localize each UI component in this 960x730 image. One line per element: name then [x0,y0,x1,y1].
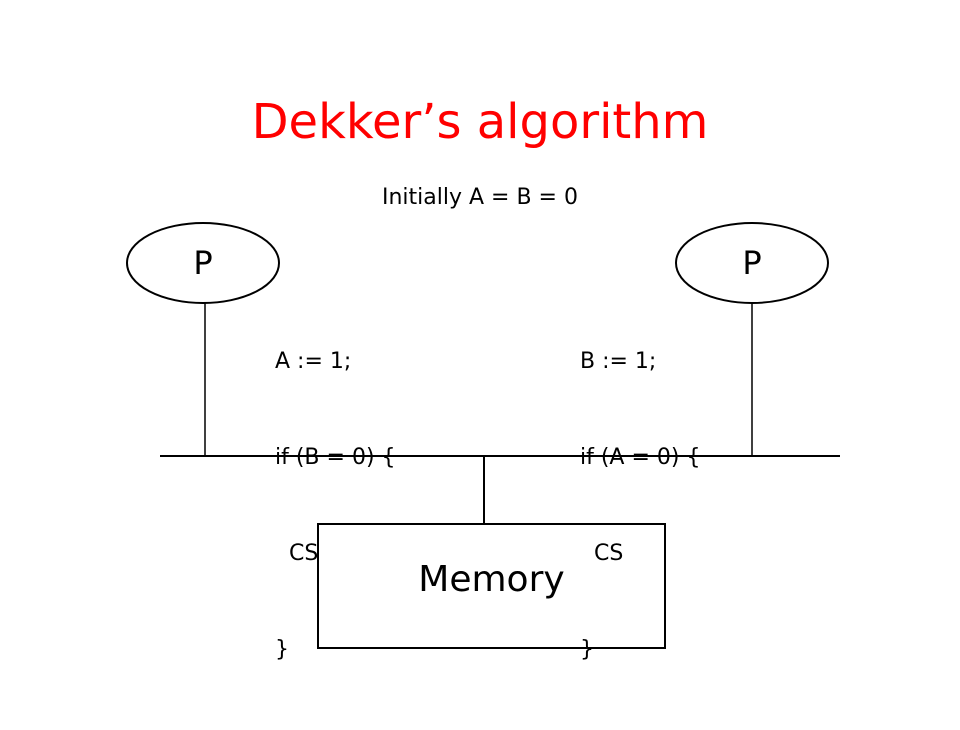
code-line: if (A = 0) { [580,445,701,470]
code-line: if (B = 0) { [275,445,396,470]
code-line: A := 1; [275,349,352,374]
process-1-node [126,222,280,304]
code-line: B := 1; [580,349,657,374]
memory-box [317,523,666,649]
initial-condition: Initially A = B = 0 [382,185,578,210]
memory-label: Memory [418,559,565,600]
code-line: } [580,637,594,662]
slide-title: Dekker’s algorithm [251,94,709,150]
code-line: } [275,637,289,662]
code-line: CS [275,541,319,566]
process-2-code: B := 1; if (A = 0) { CS } [580,282,700,730]
code-line: CS [580,541,624,566]
process-1-label: P [193,244,213,282]
process-1-code: A := 1; if (B = 0) { CS } [275,282,396,730]
process-2-label: P [742,244,762,282]
